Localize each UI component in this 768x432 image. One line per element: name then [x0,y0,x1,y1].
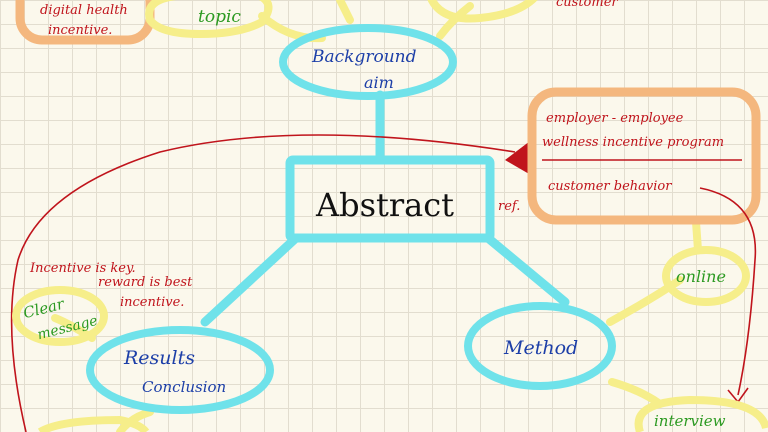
abstract-node [285,155,495,243]
connector-lines [200,90,570,327]
incentive-line2: incentive. [48,23,112,38]
abstract-label: Abstract [315,186,454,224]
results-note-3: incentive. [120,295,184,310]
background-line1: Background [311,47,417,67]
topic-bubble [145,0,273,39]
background-line2: aim [364,73,394,92]
ref-arrow-line [10,134,516,432]
incentive-line1: digital health [40,3,128,18]
interview-label: interview [654,412,726,430]
connector-abstract-results [200,233,301,327]
connector-online [606,276,684,326]
results-note-1: Incentive is key. [29,261,136,276]
connector-abstract-method [483,233,570,307]
ref-line1: employer - employee [546,111,684,126]
online-label: online [676,267,726,286]
results-note-2: reward is best [98,275,193,290]
connector-interview [608,378,664,408]
method-label: Method [503,337,578,359]
connector-ref-online [692,218,702,254]
results-line1: Results [123,347,195,369]
topic-label: topic [198,7,241,27]
connector-top-mid [336,0,354,24]
customer-label: customer [556,0,618,10]
results-node [86,326,274,414]
ref-line2: wellness incentive program [542,135,724,150]
method-node [464,302,616,390]
background-node [279,24,457,100]
bottom-left-bubble [37,415,150,432]
customer-arrow-line [699,187,757,396]
top-right-bubble [427,0,538,23]
results-line2: Conclusion [142,378,226,396]
clear-message-bubble [12,286,108,346]
interview-bubble [634,395,768,432]
reference-box [527,87,761,225]
online-bubble [662,246,750,306]
ref-line3: customer behavior [548,179,672,194]
ref-label: ref. [498,199,520,214]
